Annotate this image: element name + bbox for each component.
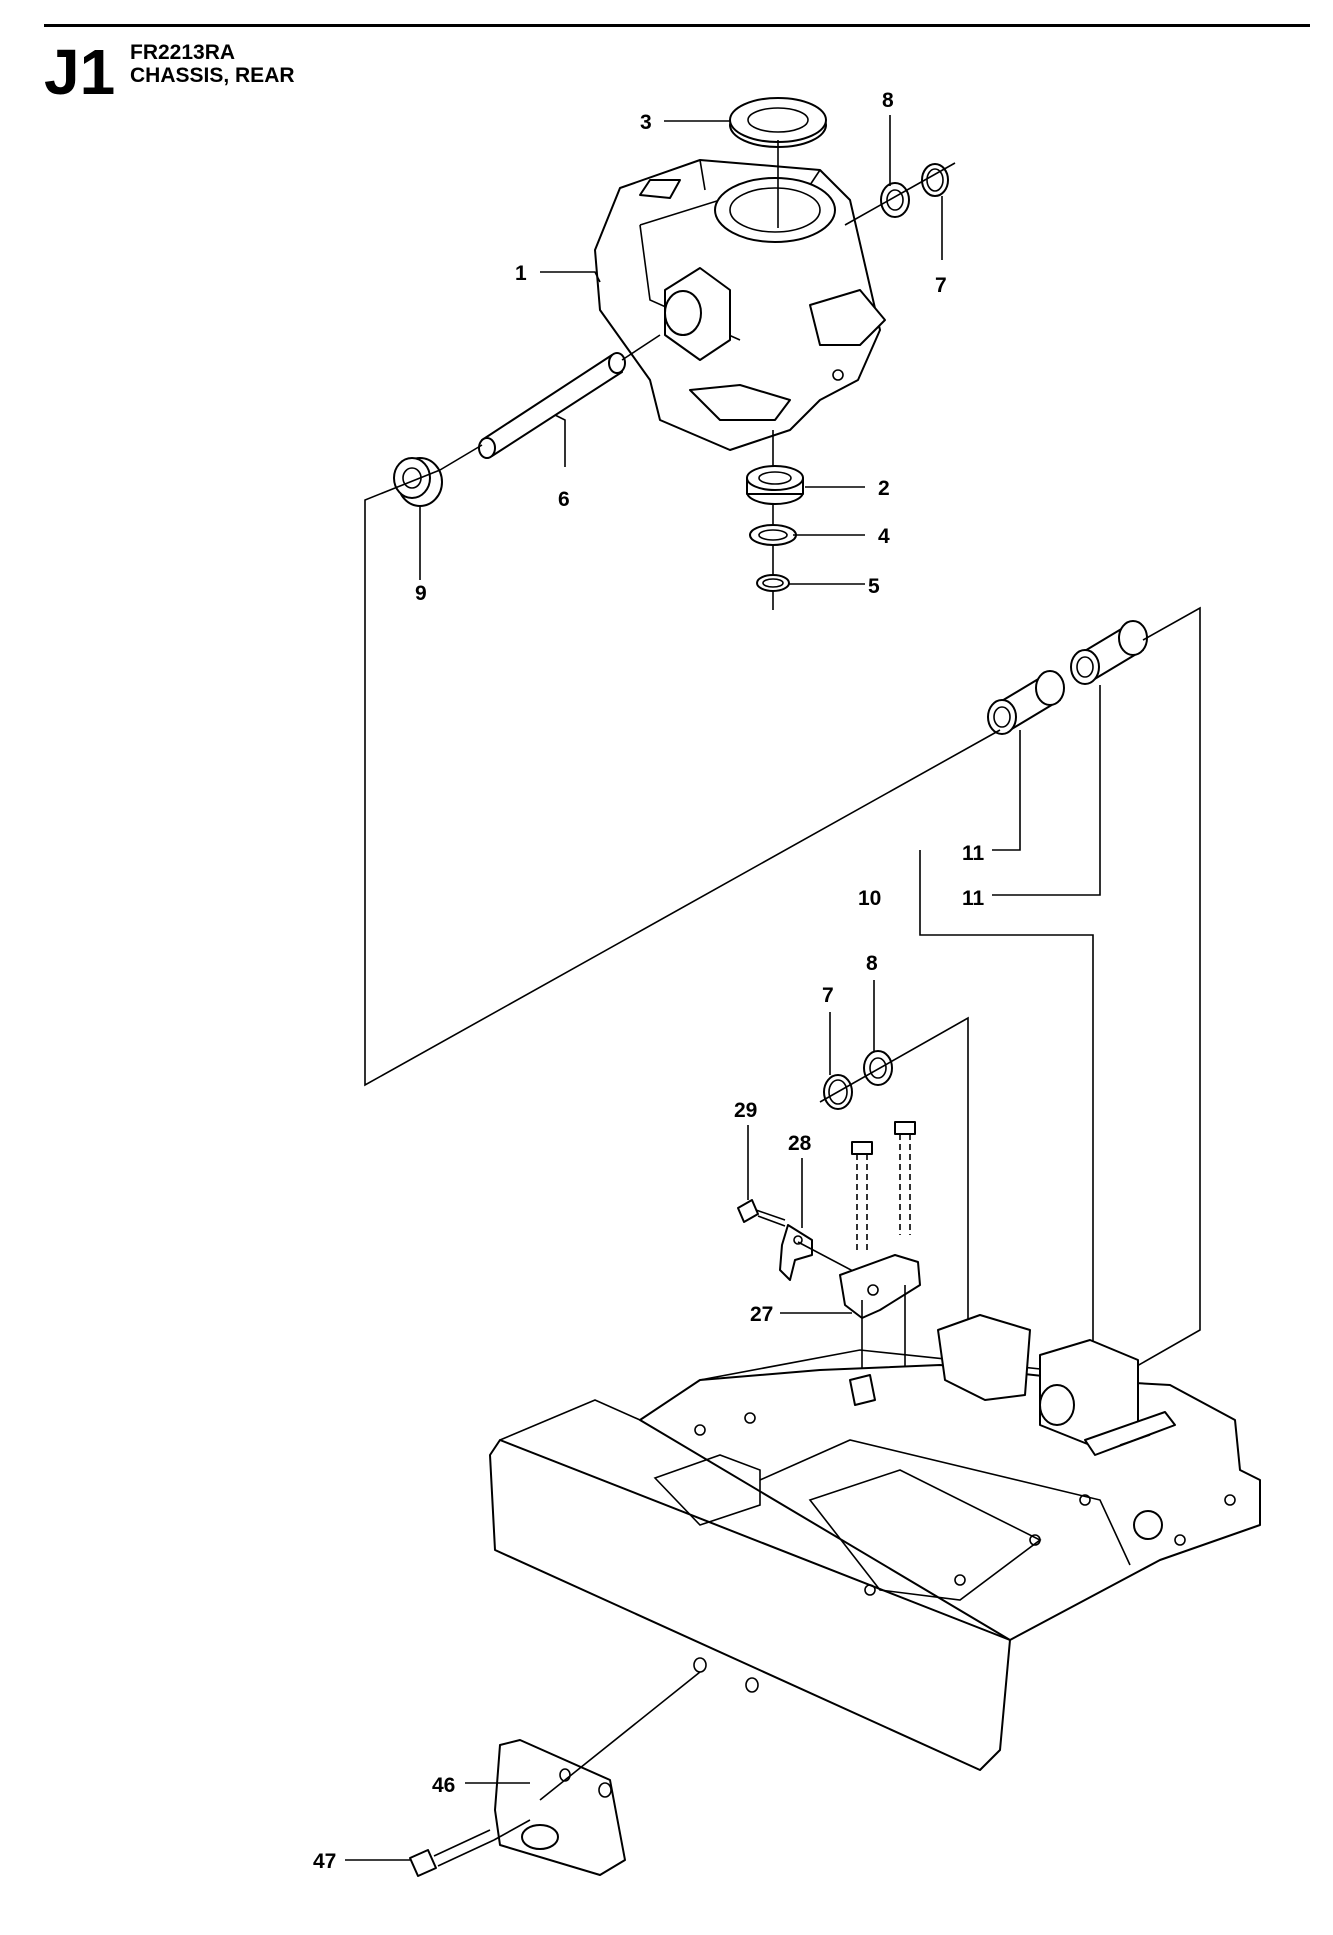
chassis-frame [489,1314,1261,1771]
part-47-bolt [409,1819,531,1877]
callout-11-a: 11 [962,842,985,865]
callout-8-lower: 8 [866,952,878,975]
callout-28: 28 [788,1132,812,1155]
header-rule [44,24,1310,27]
part-9-bushing [393,457,443,507]
callout-29: 29 [734,1099,757,1122]
part-4-circlip [749,524,797,546]
part-8-washer-lower [863,1050,893,1086]
callout-2: 2 [878,477,890,500]
part-11-bushing-b [1070,620,1148,685]
part-5-ring [756,574,790,592]
callout-4: 4 [878,525,890,548]
callout-1: 1 [515,262,527,285]
dashed-bolts [851,1121,916,1250]
part-3-bearing [729,97,827,228]
model-number: FR2213RA [130,41,236,64]
callout-6: 6 [558,488,570,511]
callout-7-lower: 7 [822,984,834,1007]
diagram-title: CHASSIS, REAR [130,64,295,87]
part-28-clip [779,1224,813,1281]
part-8-washer-upper [880,182,910,218]
part-46-bracket [494,1739,626,1876]
part-6-shaft [439,334,661,471]
callout-10: 10 [858,887,881,910]
callout-3: 3 [640,111,652,134]
callout-5: 5 [868,575,880,598]
callout-7-upper: 7 [935,274,947,297]
part-11-bushing-a [987,670,1065,735]
section-code: J1 [44,36,116,108]
part-29-bolt [737,1199,786,1227]
callout-46: 46 [432,1774,455,1797]
callout-leaders [345,115,943,1861]
callout-47: 47 [313,1850,336,1873]
callout-8-upper: 8 [882,89,894,112]
part-7-snap-ring-upper [921,163,949,197]
callout-9: 9 [415,582,427,605]
part-2-bearing [746,465,804,505]
callout-27: 27 [750,1303,773,1326]
part-1-housing [594,159,886,451]
callout-11-b: 11 [962,887,985,910]
